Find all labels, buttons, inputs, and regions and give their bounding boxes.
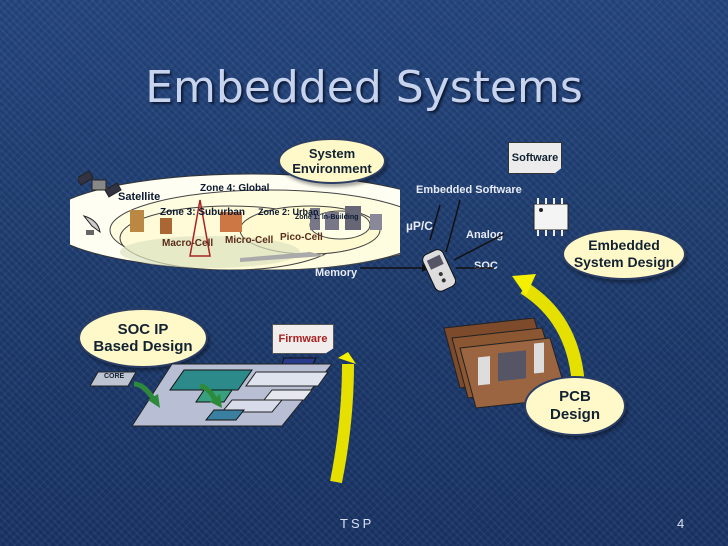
yellow-arrow-up-right xyxy=(512,274,585,381)
label-core: CORE xyxy=(104,373,125,380)
firmware-tag: Firmware xyxy=(272,324,334,354)
soc-ip-callout: SOC IP Based Design xyxy=(78,308,208,368)
label-up-c: µP/C xyxy=(406,219,433,233)
label-soc: SOC xyxy=(474,260,498,272)
building-icon xyxy=(130,210,144,232)
car-icon xyxy=(240,252,325,262)
embedded-system-design-callout: Embedded System Design xyxy=(562,228,686,280)
mobile-phone-icon xyxy=(422,249,457,292)
label-embedded-software: Embedded Software xyxy=(416,184,522,196)
label-macro-cell: Macro-Cell xyxy=(162,238,214,249)
satellite-dish-icon xyxy=(82,215,101,235)
system-environment-callout: System Environment xyxy=(278,138,386,184)
label-zone2: Zone 2: Urban xyxy=(258,207,319,217)
label-analog: Analog xyxy=(466,229,504,241)
building-icon xyxy=(220,212,242,232)
core-chip-icon xyxy=(89,371,137,387)
page-number: 4 xyxy=(677,516,688,531)
ic-chip-icon xyxy=(533,198,569,236)
label-zone3: Zone 3: Suburban xyxy=(160,207,245,218)
phone-connectors xyxy=(360,199,505,292)
soc-die-diagram xyxy=(132,363,332,427)
footer-text: TSP xyxy=(340,516,375,531)
slide-title: Embedded Systems xyxy=(145,62,583,113)
pcb-design-callout: PCB Design xyxy=(524,376,626,436)
label-zone4: Zone 4: Global xyxy=(200,183,270,194)
label-micro-cell: Micro-Cell xyxy=(225,235,274,246)
wireless-network-diagram xyxy=(70,173,400,270)
label-zone1: Zone 1: In-Building xyxy=(295,214,359,221)
satellite-icon xyxy=(78,170,122,198)
yellow-arrow-up-left xyxy=(330,352,356,484)
cell-tower-icon xyxy=(189,199,211,257)
label-memory: Memory xyxy=(315,267,358,279)
label-pico-cell: Pico-Cell xyxy=(280,232,323,243)
label-satellite: Satellite xyxy=(118,191,161,203)
green-arrows xyxy=(133,381,222,408)
software-tag: Software xyxy=(508,142,562,174)
